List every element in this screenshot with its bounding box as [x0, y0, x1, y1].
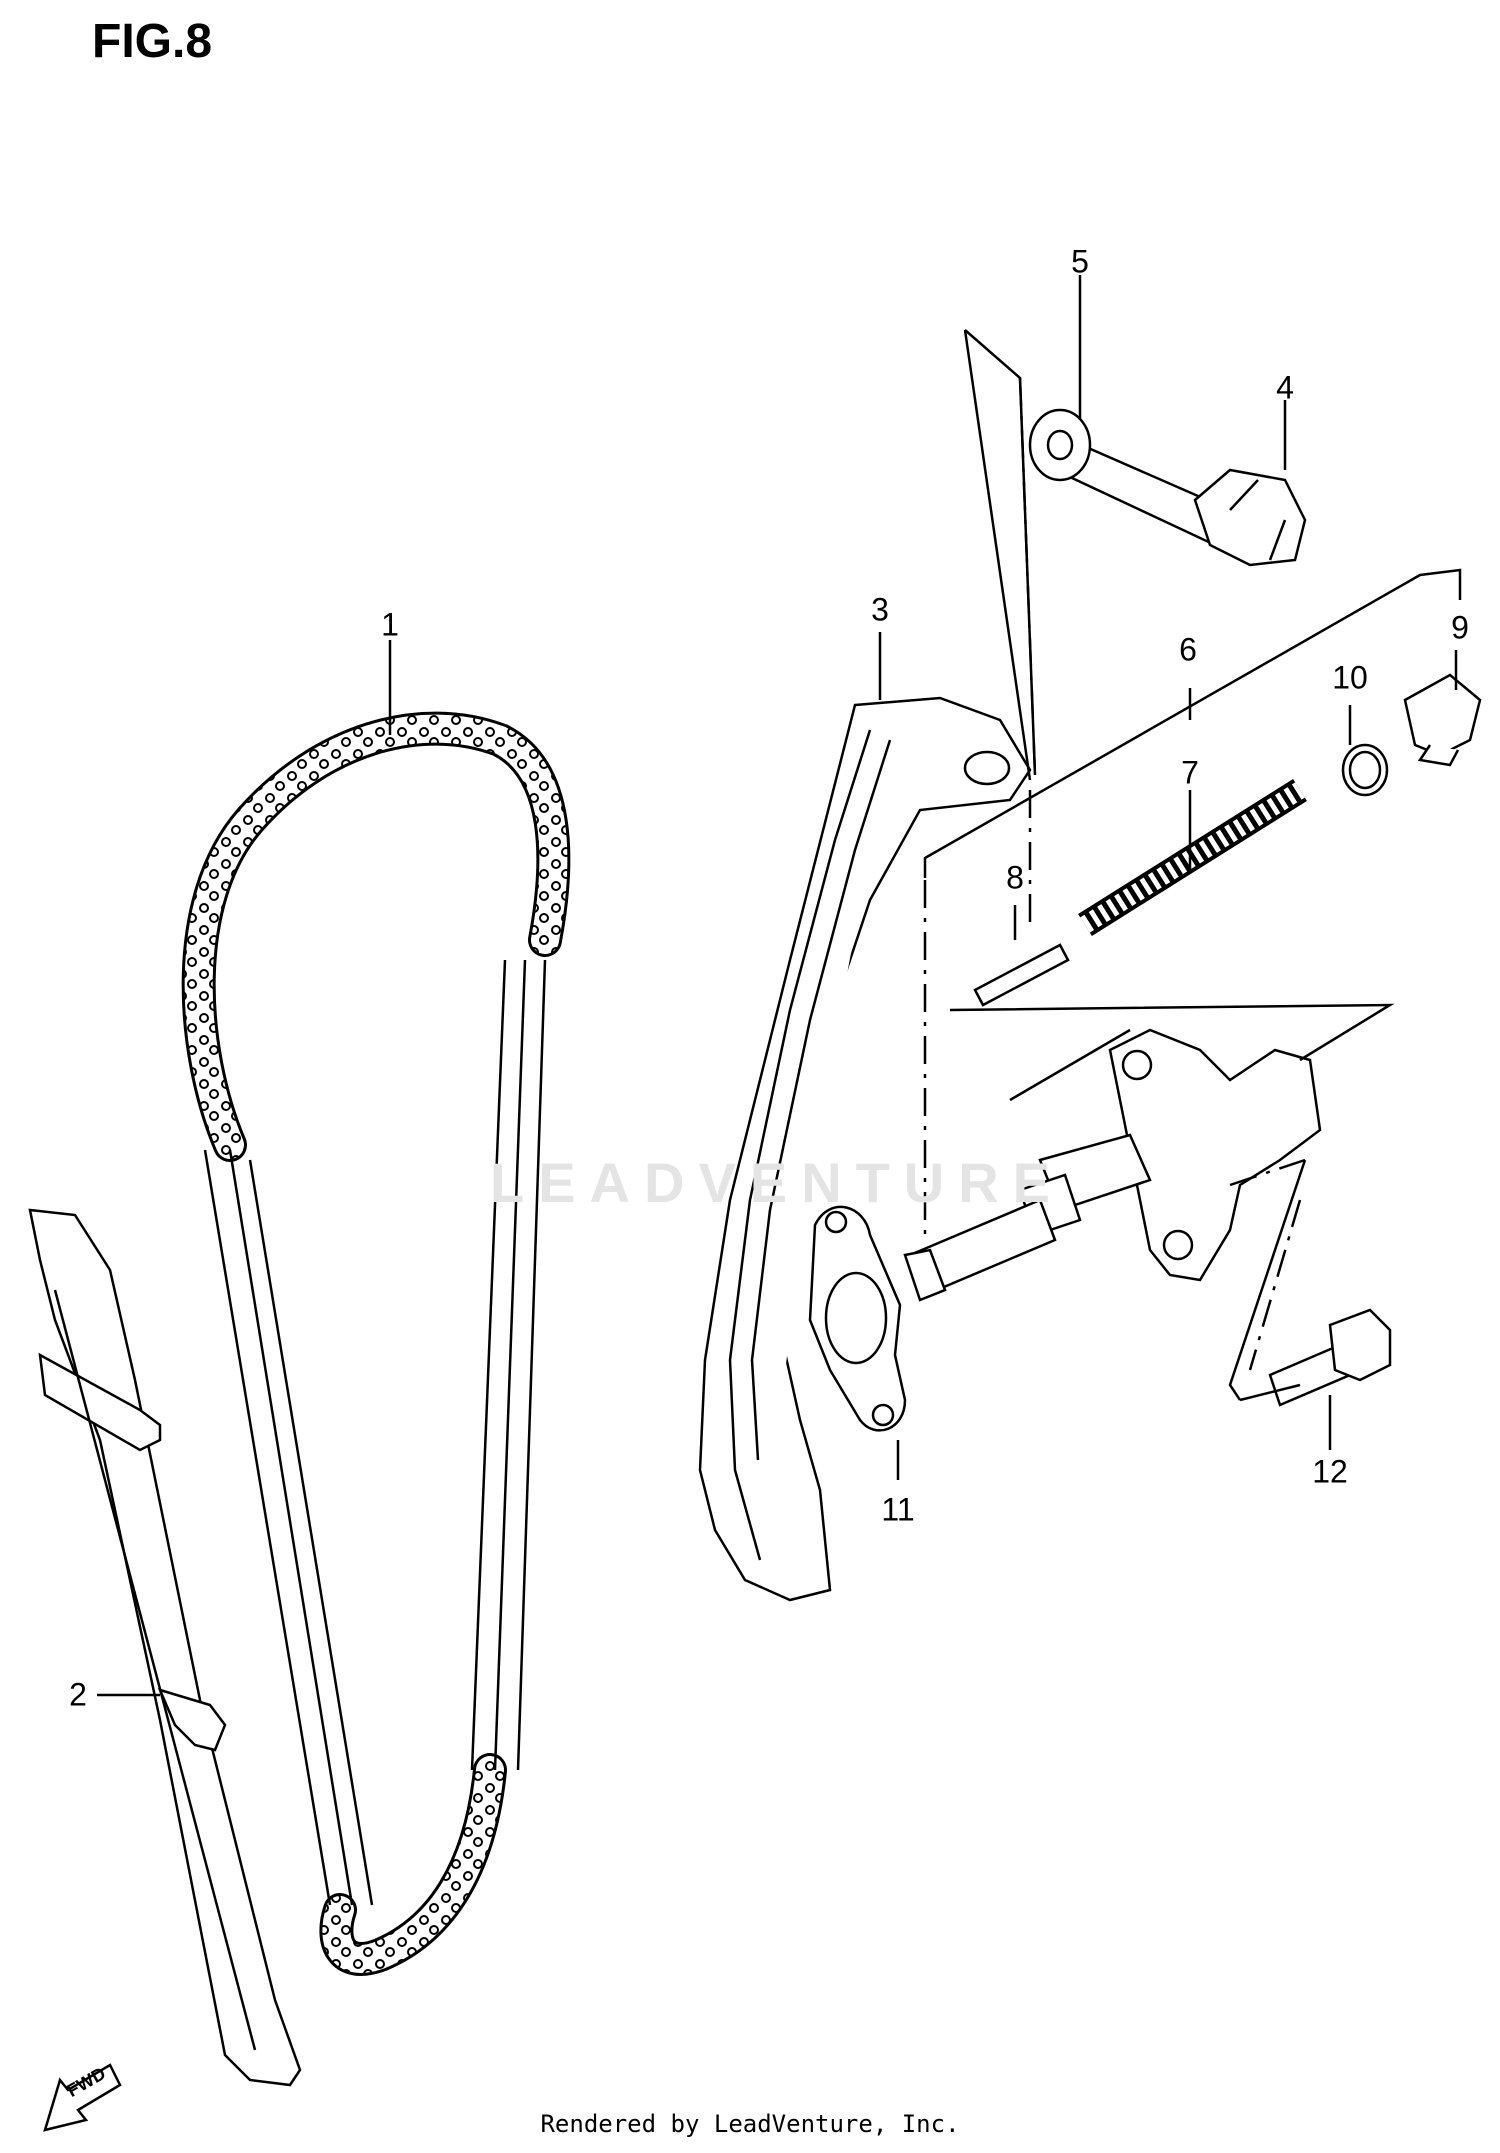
cam-chain	[181, 711, 571, 1976]
callout-2[interactable]: 2	[69, 1676, 87, 1713]
callout-11[interactable]: 11	[881, 1491, 915, 1528]
tensioner-internals	[973, 673, 1482, 1007]
callout-12[interactable]: 12	[1312, 1453, 1348, 1490]
callout-1[interactable]: 1	[381, 606, 399, 643]
tensioner-arm	[698, 696, 1032, 1602]
callout-6[interactable]: 6	[1179, 631, 1197, 668]
callout-9[interactable]: 9	[1451, 609, 1469, 646]
tensioner-body	[903, 1028, 1322, 1302]
tensioner-bolt	[1268, 1308, 1392, 1407]
callout-10[interactable]: 10	[1332, 659, 1368, 696]
leader-lines	[97, 275, 1462, 1697]
callout-7[interactable]: 7	[1181, 754, 1199, 791]
callout-3[interactable]: 3	[871, 591, 889, 628]
pivot-bolt	[1028, 408, 1307, 567]
callout-5[interactable]: 5	[1071, 243, 1089, 280]
fwd-arrow-icon	[43, 2063, 122, 2132]
watermark: LEADVENTURE	[490, 1151, 1065, 1214]
callout-4[interactable]: 4	[1276, 369, 1294, 406]
figure-title: FIG.8	[92, 15, 213, 68]
chain-guide	[28, 1208, 302, 2087]
gasket	[808, 1205, 907, 1432]
render-credit: Rendered by LeadVenture, Inc.	[540, 2110, 960, 2138]
alignment-lines	[923, 329, 1395, 1402]
callout-8[interactable]: 8	[1006, 859, 1024, 896]
